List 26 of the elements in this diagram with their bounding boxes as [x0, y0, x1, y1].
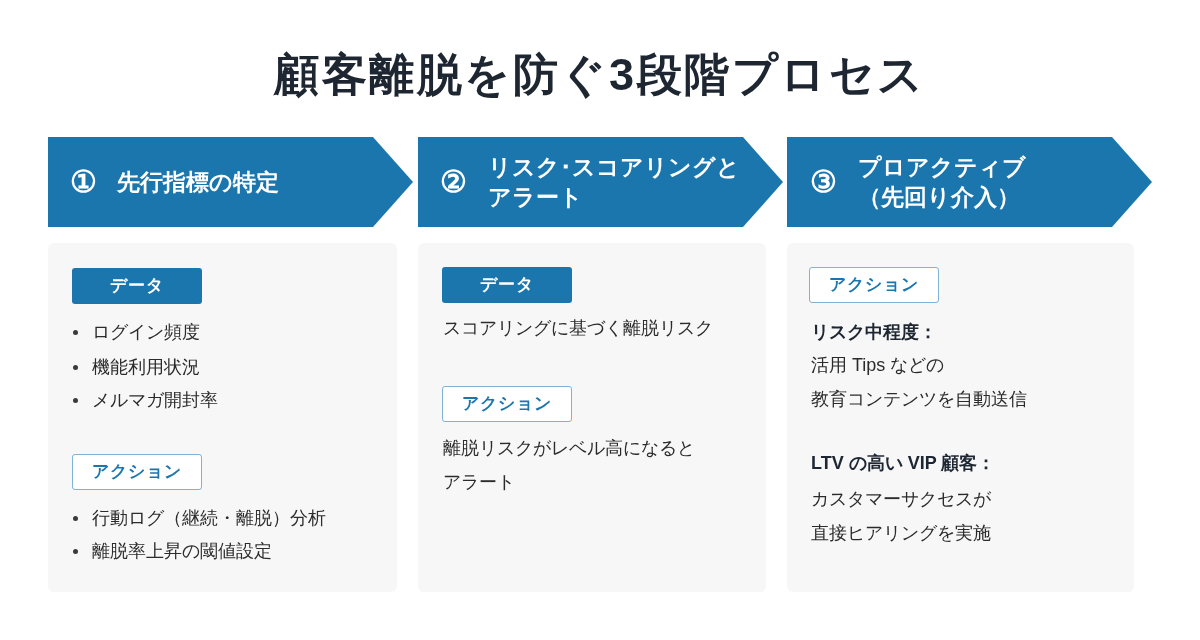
- title: 顧客離脱を防ぐ3段階プロセス: [274, 48, 926, 102]
- body-text: 離脱リスクがレベル高になるとアラート: [443, 437, 696, 494]
- body-text: 活用 Tips などの教育コンテンツを自動送信: [811, 354, 1027, 411]
- section-badge: アクション: [442, 386, 572, 422]
- list-item: 離脱率上昇の閾値設定: [92, 540, 272, 563]
- content-card: [48, 243, 397, 592]
- step-title: 先行指標の特定: [117, 168, 279, 197]
- subheading: LTV の高い VIP 顧客：: [811, 452, 996, 475]
- list-item: 機能利用状況: [92, 356, 200, 379]
- content-card: [787, 243, 1134, 592]
- section-badge: データ: [442, 267, 572, 303]
- section-badge: データ: [72, 268, 202, 304]
- section-badge: アクション: [72, 454, 202, 490]
- list-item: ログイン頻度: [92, 321, 200, 344]
- subheading: リスク中程度：: [811, 321, 937, 344]
- content-card: [418, 243, 766, 592]
- list-item: 行動ログ（継続・離脱）分析: [92, 507, 326, 530]
- step-number: ③: [810, 166, 837, 198]
- step-number: ②: [440, 166, 467, 198]
- step-title: プロアクティブ（先回り介入）: [858, 153, 1027, 212]
- section-badge: アクション: [809, 267, 939, 303]
- body-text: カスタマーサクセスが直接ヒアリングを実施: [811, 488, 992, 545]
- step-number: ①: [70, 166, 97, 198]
- body-text: スコアリングに基づく離脱リスク: [443, 317, 713, 340]
- list-item: メルマガ開封率: [92, 389, 218, 412]
- step-title: リスク･スコアリングとアラート: [488, 153, 741, 212]
